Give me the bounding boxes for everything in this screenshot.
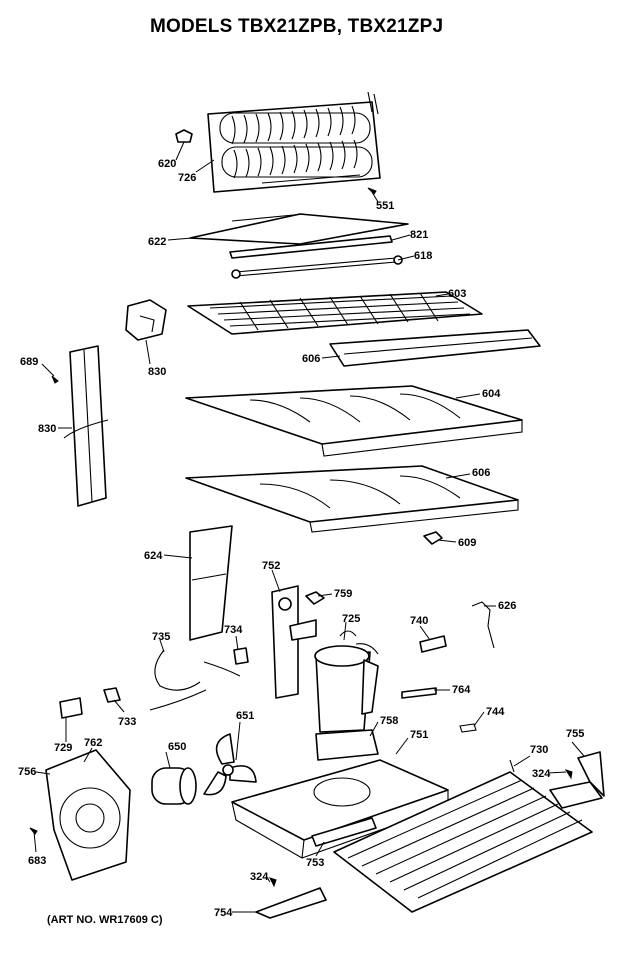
mount-758 — [315, 729, 379, 761]
label-626: 626 — [498, 600, 516, 612]
harness-626 — [471, 601, 495, 649]
label-604: 604 — [482, 388, 501, 400]
clip-744 — [459, 723, 477, 733]
label-821: 821 — [410, 229, 428, 241]
bracket-752 — [271, 585, 317, 699]
label-751: 751 — [410, 729, 428, 741]
label-324-lower: 324 — [250, 871, 269, 883]
label-756: 756 — [18, 766, 36, 778]
mullion-channel — [63, 345, 109, 507]
strap-753 — [311, 817, 377, 847]
label-618: 618 — [414, 250, 432, 262]
leader-lines — [33, 141, 585, 913]
bracket-830-upper — [125, 299, 167, 341]
label-755: 755 — [566, 728, 584, 740]
screw-689 — [51, 375, 59, 384]
shelf-604 — [185, 385, 523, 457]
label-606-upper: 606 — [302, 353, 320, 365]
bracket-755 — [549, 751, 605, 809]
label-650: 650 — [168, 741, 186, 753]
label-830-channel: 830 — [38, 423, 56, 435]
cover-729 — [59, 697, 83, 719]
label-740: 740 — [410, 615, 428, 627]
label-744: 744 — [486, 706, 505, 718]
label-726: 726 — [178, 172, 196, 184]
channel-606-upper — [329, 329, 541, 367]
screw-324-upper — [564, 769, 573, 780]
grommet-759 — [305, 591, 325, 605]
tube-764 — [401, 687, 437, 699]
label-735: 735 — [152, 631, 170, 643]
heater-618 — [235, 257, 397, 277]
label-754: 754 — [214, 907, 233, 919]
label-324-upper: 324 — [532, 768, 551, 780]
label-725: 725 — [342, 613, 360, 625]
relay-740 — [419, 635, 447, 653]
fan-housing-756 — [45, 749, 131, 881]
label-603: 603 — [448, 288, 466, 300]
diagram-title: MODELS TBX21ZPB, TBX21ZPJ — [150, 16, 444, 37]
screw-683 — [29, 827, 38, 835]
label-689: 689 — [20, 356, 38, 368]
screw-551 — [367, 187, 377, 195]
label-551: 551 — [376, 200, 394, 212]
label-622: 622 — [148, 236, 166, 248]
label-734: 734 — [224, 624, 243, 636]
label-729: 729 — [54, 742, 72, 754]
label-609: 609 — [458, 537, 476, 549]
evaporator-coil — [207, 91, 381, 193]
fan-motor-650 — [151, 767, 197, 805]
rod-821 — [229, 235, 393, 259]
label-830-upper: 830 — [148, 366, 166, 378]
evaporator-cover-622 — [189, 213, 409, 245]
label-651: 651 — [236, 710, 254, 722]
wiring-735 — [149, 649, 241, 711]
label-606-lower: 606 — [472, 467, 490, 479]
connector-734 — [233, 647, 249, 665]
label-733: 733 — [118, 716, 136, 728]
label-764: 764 — [452, 684, 471, 696]
clip-609 — [423, 531, 443, 545]
part-labels: 620 726 551 622 821 618 603 830 689 830 … — [18, 158, 584, 919]
condenser-730 — [333, 759, 593, 913]
pan-606-lower — [185, 465, 519, 533]
duct-624 — [189, 525, 233, 641]
label-752: 752 — [262, 560, 280, 572]
label-759: 759 — [334, 588, 352, 600]
label-762: 762 — [84, 737, 102, 749]
label-753: 753 — [306, 857, 324, 869]
screw-324-lower — [269, 877, 277, 888]
label-730: 730 — [530, 744, 548, 756]
label-683: 683 — [28, 855, 46, 867]
clip-754 — [255, 887, 327, 919]
compressor-725 — [314, 630, 379, 733]
clamp-733 — [103, 687, 121, 703]
label-620: 620 — [158, 158, 176, 170]
fan-blade-651 — [203, 733, 257, 796]
label-624: 624 — [144, 550, 163, 562]
grommet-620 — [175, 129, 193, 143]
label-758: 758 — [380, 715, 398, 727]
art-number: (ART NO. WR17609 C) — [47, 914, 163, 926]
shelf-603 — [187, 291, 483, 335]
